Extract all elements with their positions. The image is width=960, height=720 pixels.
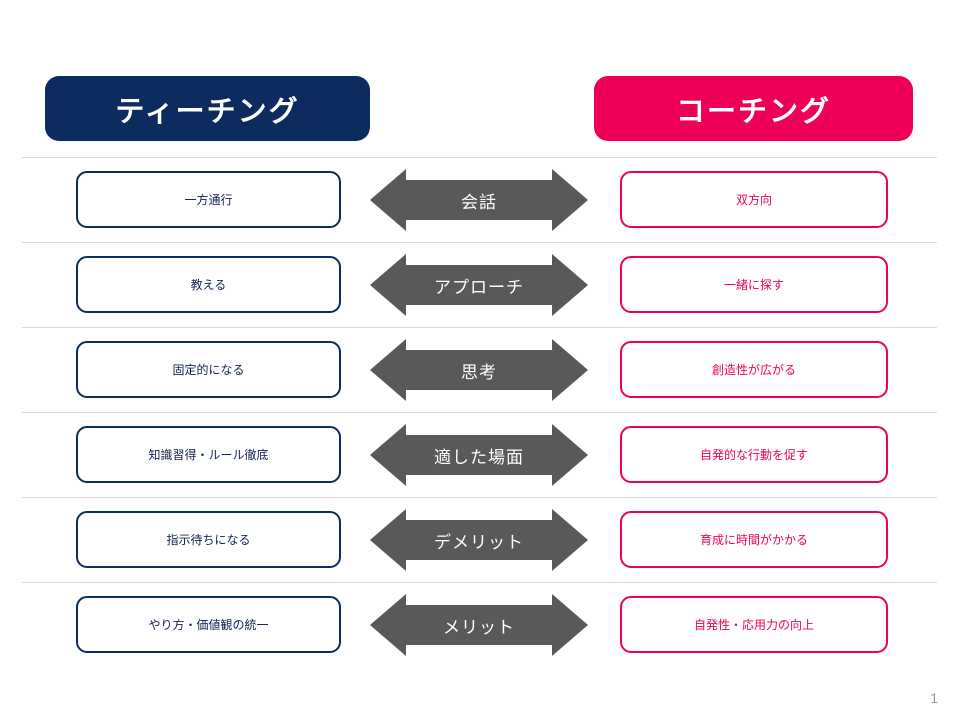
teaching-cell: 一方通行: [76, 171, 341, 228]
double-arrow-icon: [370, 169, 588, 231]
teaching-cell: 教える: [76, 256, 341, 313]
teaching-cell: やり方・価値観の統一: [76, 596, 341, 653]
double-arrow-icon: [370, 509, 588, 571]
coaching-cell: 育成に時間がかかる: [620, 511, 888, 568]
row-divider: [22, 497, 937, 498]
header-coaching-label: コーチング: [675, 95, 831, 128]
coaching-cell: 創造性が広がる: [620, 341, 888, 398]
comparison-row: やり方・価値観の統一メリット自発性・応用力の向上: [0, 582, 960, 667]
comparison-row: 知識習得・ルール徹底適した場面自発的な行動を促す: [0, 412, 960, 497]
row-divider: [22, 327, 937, 328]
double-arrow: 適した場面: [370, 424, 588, 486]
double-arrow: 思考: [370, 339, 588, 401]
double-arrow-icon: [370, 424, 588, 486]
row-divider: [22, 412, 937, 413]
comparison-row: 固定的になる思考創造性が広がる: [0, 327, 960, 412]
double-arrow-icon: [370, 339, 588, 401]
teaching-cell: 指示待ちになる: [76, 511, 341, 568]
coaching-cell: 双方向: [620, 171, 888, 228]
teaching-cell: 固定的になる: [76, 341, 341, 398]
double-arrow: デメリット: [370, 509, 588, 571]
double-arrow-icon: [370, 254, 588, 316]
double-arrow: アプローチ: [370, 254, 588, 316]
header-coaching: コーチング: [594, 76, 913, 141]
coaching-cell: 自発性・応用力の向上: [620, 596, 888, 653]
header-teaching-label: ティーチング: [115, 95, 300, 128]
double-arrow-icon: [370, 594, 588, 656]
comparison-row: 教えるアプローチ一緒に探す: [0, 242, 960, 327]
row-divider: [22, 582, 937, 583]
page-number: 1: [930, 690, 938, 706]
header-teaching: ティーチング: [45, 76, 370, 141]
double-arrow: 会話: [370, 169, 588, 231]
comparison-row: 指示待ちになるデメリット育成に時間がかかる: [0, 497, 960, 582]
row-divider: [22, 242, 937, 243]
comparison-row: 一方通行会話双方向: [0, 157, 960, 242]
coaching-cell: 一緒に探す: [620, 256, 888, 313]
coaching-cell: 自発的な行動を促す: [620, 426, 888, 483]
double-arrow: メリット: [370, 594, 588, 656]
row-divider: [22, 157, 937, 158]
teaching-cell: 知識習得・ルール徹底: [76, 426, 341, 483]
